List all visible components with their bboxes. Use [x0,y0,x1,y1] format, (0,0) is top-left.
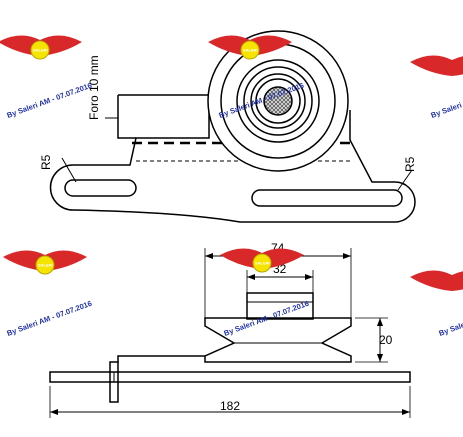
radius-label-right: R5 [403,156,417,172]
base-plate [49,371,411,383]
watermark-logos: SALERI SALERI SALERI SALERI [0,35,463,291]
bracket-step [117,95,136,139]
right-slot [251,189,403,207]
saleri-logo: SALERI [208,35,292,60]
watermark-text: By Saleri AM - 07.07.2016 [438,299,463,338]
radius-leader-right [397,169,413,191]
bore-label: Foro 10 mm [87,55,101,120]
dim-20-label: 20 [379,333,393,347]
svg-text:SALERI: SALERI [243,48,258,53]
pulley-profile [204,317,352,363]
saleri-logo [410,55,463,76]
bore-knurl [263,86,293,116]
saleri-logo: SALERI [0,35,82,60]
pulley-ring [236,59,320,143]
radius-label-left: R5 [39,154,53,170]
svg-text:SALERI: SALERI [38,263,53,268]
spindle [117,355,205,362]
svg-text:SALERI: SALERI [33,48,48,53]
bearing-outer [243,66,313,136]
dim-182-label: 182 [220,399,240,413]
top-view [49,30,416,223]
svg-text:SALERI: SALERI [255,261,270,266]
bearing-inner [250,73,306,129]
radius-leader-left [61,157,77,183]
watermark-text: By Saleri AM - 07.07.2016 [6,299,93,338]
left-slot [64,179,137,197]
saleri-logo [410,270,463,291]
pulley-hub [246,292,314,320]
watermark-text: By Saleri AM - 07.07.2016 [430,81,463,120]
bracket-plate-outline [49,94,416,223]
bearing-race [255,78,301,124]
saleri-logo: SALERI [3,250,87,275]
saleri-logo: SALERI [220,248,304,273]
watermark-text: By Saleri AM - 07.07.2016 [6,81,93,120]
